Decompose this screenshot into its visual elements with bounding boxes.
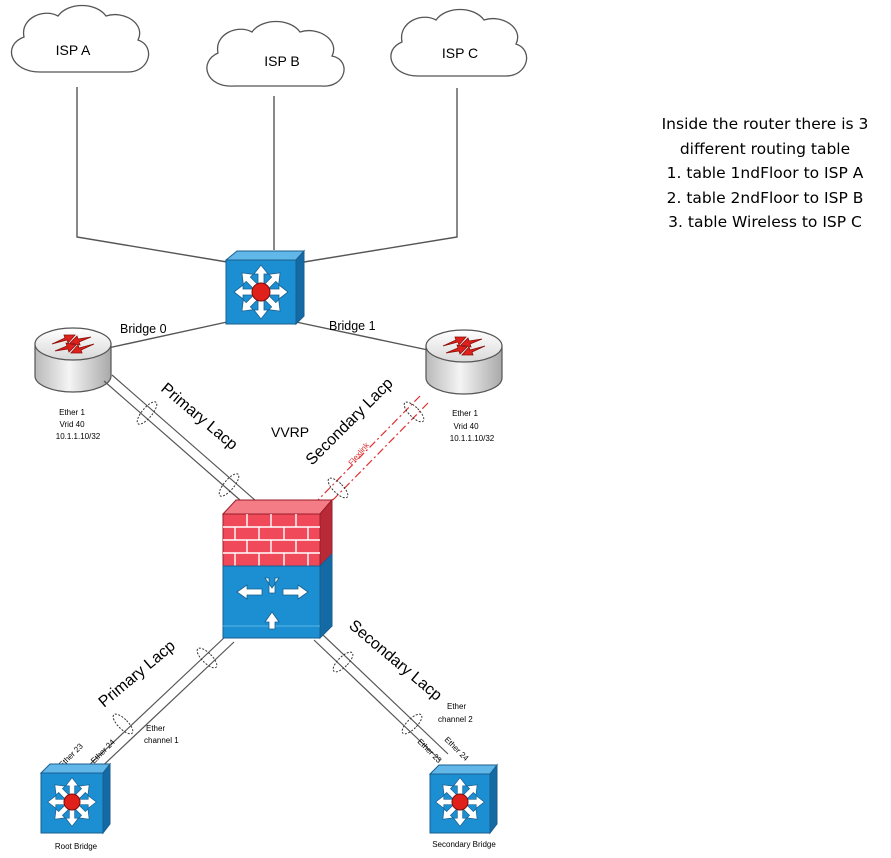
etherchannel-1-label: Ether channel 1	[144, 724, 179, 745]
lacp-bundle-marker	[332, 651, 354, 673]
secondary-bridge-switch	[428, 763, 499, 835]
note-line: 2. table 2ndFloor to ISP B	[666, 188, 864, 207]
cloud-isp-c: ISP C	[390, 8, 528, 77]
etherchannel-2-label: Ether channel 2	[438, 702, 473, 724]
cloud-label-isp-c: ISP C	[442, 45, 478, 61]
isp-uplink-lines	[76, 87, 458, 263]
note-line: different routing table	[679, 139, 851, 158]
router-left	[34, 327, 112, 393]
core-switch-center-icon	[251, 282, 271, 302]
router-right-iface: Ether 1	[452, 409, 478, 418]
label-secondary-lacp-top: Secondary Lacp	[303, 375, 397, 469]
lacp-bundle-marker	[403, 401, 425, 423]
router-right-icon	[442, 336, 486, 356]
etherchannel-1-line2: channel 1	[144, 736, 179, 745]
cloud-isp-b: ISP B	[206, 20, 345, 87]
label-primary-lacp-top: Primary Lacp	[157, 380, 240, 454]
link-secondary-lacp-bottom	[313, 633, 449, 761]
router-right-ip: 10.1.1.10/32	[450, 434, 495, 443]
root-bridge-switch	[39, 762, 112, 835]
lacp-bundle-marker	[112, 713, 134, 735]
label-root-bridge: Root Bridge	[55, 842, 98, 851]
routing-table-note: Inside the router there is 3 different r…	[640, 112, 890, 235]
router-left-vrid: Vrid 40	[59, 420, 85, 429]
router-right-info: Ether 1 Vrid 40 10.1.1.10/32	[450, 409, 495, 443]
lacp-bundle-marker	[401, 713, 423, 735]
label-flexlink: Flexlink	[347, 440, 372, 467]
label-bridge-1: Bridge 1	[329, 319, 376, 333]
note-line: 3. table Wireless to ISP C	[668, 213, 862, 231]
root-bridge-center-icon	[63, 793, 81, 811]
label-primary-lacp-bottom: Primary Lacp	[96, 637, 179, 711]
cloud-isp-a: ISP A	[10, 4, 150, 73]
l3-switch-icon	[236, 577, 309, 630]
lacp-bundle-marker	[218, 473, 240, 497]
router-right-vrid: Vrid 40	[453, 422, 479, 431]
etherchannel-1-line1: Ether	[146, 724, 165, 733]
line-isp-c	[303, 88, 458, 263]
port-root-ether24: Ether 24	[89, 737, 117, 765]
lacp-bundle-marker	[327, 477, 349, 499]
cloud-label-isp-b: ISP B	[264, 53, 300, 69]
line-isp-a	[76, 87, 228, 263]
lacp-bundle-marker	[196, 647, 218, 669]
firewall-switch	[221, 498, 334, 640]
label-bridge-0: Bridge 0	[120, 322, 167, 336]
router-left-info: Ether 1 Vrid 40 10.1.1.10/32	[56, 408, 101, 441]
link-primary-lacp-bottom	[85, 635, 235, 775]
label-secondary-lacp-bottom: Secondary Lacp	[345, 617, 445, 704]
port-secondary-ether23: Ether 23	[416, 737, 444, 765]
cloud-label-isp-a: ISP A	[56, 42, 91, 58]
lacp-bundle-marker	[136, 401, 158, 425]
label-secondary-bridge: Secondary Bridge	[432, 840, 496, 849]
link-bridge-1	[295, 321, 429, 351]
etherchannel-2-line1: Ether	[447, 702, 466, 711]
note-line: 1. table 1ndFloor to ISP A	[666, 164, 864, 182]
etherchannel-2-line2: channel 2	[438, 715, 473, 724]
bridge-links	[107, 321, 429, 351]
router-right	[425, 329, 503, 395]
link-primary-lacp-top	[103, 374, 257, 508]
port-secondary-ether24: Ether 24	[443, 735, 471, 763]
router-left-ip: 10.1.1.10/32	[56, 432, 101, 441]
note-line: Inside the router there is 3	[661, 115, 869, 133]
router-left-iface: Ether 1	[59, 408, 85, 417]
link-secondary-lacp-top	[317, 395, 429, 508]
link-bridge-0	[107, 321, 228, 349]
label-vvrp: VVRP	[271, 424, 309, 440]
router-left-icon	[51, 334, 95, 354]
core-switch	[224, 249, 306, 326]
secondary-bridge-center-icon	[451, 793, 469, 811]
